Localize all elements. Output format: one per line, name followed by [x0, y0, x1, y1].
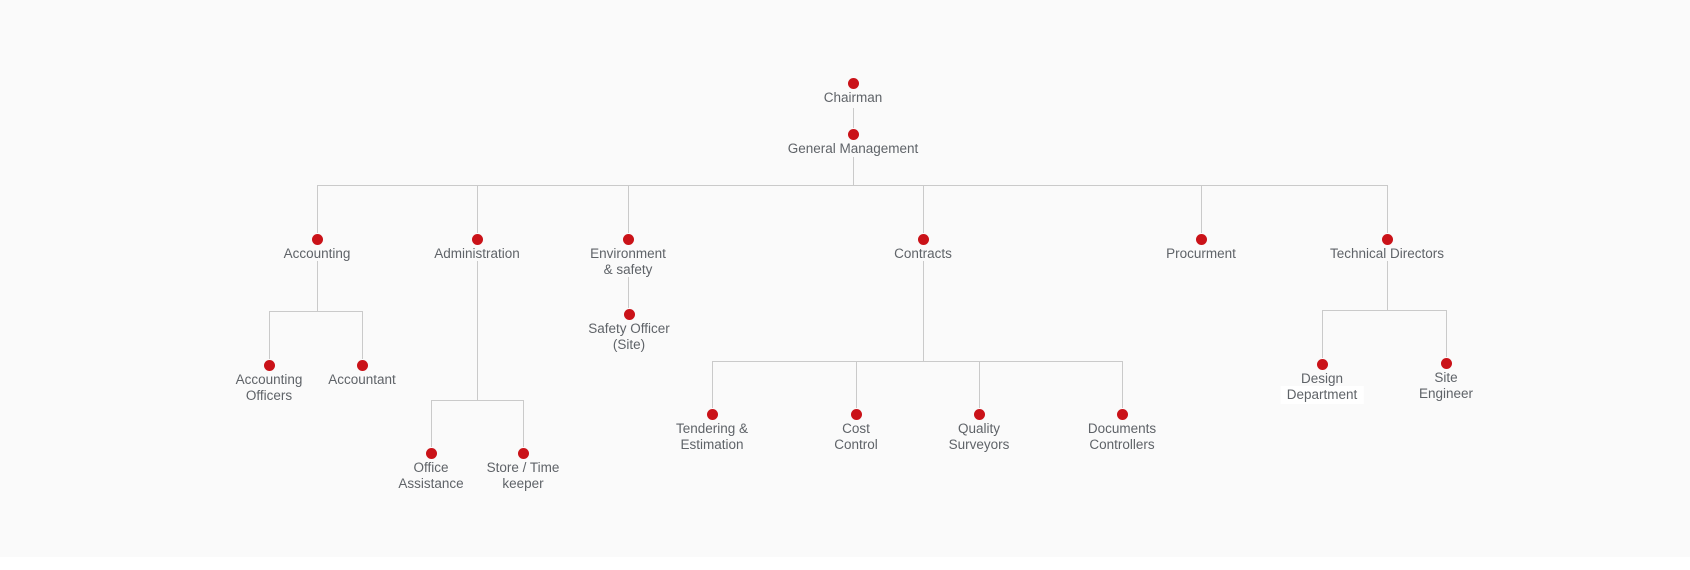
office-assistance-dot[interactable]: [425, 447, 437, 459]
connector-line: [1446, 310, 1447, 357]
environment-safety-label-line: & safety: [603, 262, 653, 277]
quality-surveyors-dot[interactable]: [973, 408, 985, 420]
environment-safety-label-line: Environment: [590, 246, 666, 261]
connector-line: [1387, 261, 1388, 310]
technical-directors-label[interactable]: Technical Directors: [1330, 246, 1444, 262]
connector-line: [1122, 361, 1123, 408]
procurment-dot[interactable]: [1195, 233, 1207, 245]
connector-line: [523, 400, 524, 447]
connector-line: [431, 400, 524, 401]
accounting-officers-label-line: Accounting: [235, 372, 303, 387]
safety-officer-site-label-line: Safety Officer: [588, 321, 670, 336]
environment-safety-dot[interactable]: [622, 233, 634, 245]
store-time-keeper-dot[interactable]: [517, 447, 529, 459]
connector-line: [269, 311, 270, 359]
contracts-label[interactable]: Contracts: [894, 246, 952, 262]
site-engineer-dot[interactable]: [1440, 357, 1452, 369]
quality-surveyors-label-line: Surveyors: [948, 437, 1010, 452]
documents-controllers-dot[interactable]: [1116, 408, 1128, 420]
connector-line: [431, 400, 432, 447]
site-engineer-label-line: Engineer: [1418, 386, 1474, 401]
connector-line: [1201, 185, 1202, 233]
accounting-label-line: Accounting: [283, 246, 351, 261]
contracts-label-line: Contracts: [894, 246, 952, 261]
connector-line: [979, 361, 980, 408]
accountant-label-line: Accountant: [328, 372, 396, 387]
connector-line: [628, 277, 629, 308]
accounting-label[interactable]: Accounting: [284, 246, 351, 262]
administration-dot[interactable]: [471, 233, 483, 245]
connector-line: [712, 361, 1123, 362]
connector-line: [317, 185, 1388, 186]
technical-directors-label-line: Technical Directors: [1329, 246, 1445, 261]
tendering-estimation-label[interactable]: Tendering &Estimation: [676, 421, 748, 453]
accounting-officers-dot[interactable]: [263, 359, 275, 371]
office-assistance-label-line: Office: [413, 460, 449, 475]
store-time-keeper-label-line: keeper: [502, 476, 544, 491]
cost-control-dot[interactable]: [850, 408, 862, 420]
site-engineer-label-line: Site: [1434, 370, 1458, 385]
chairman-label-line: Chairman: [823, 90, 883, 105]
connector-line: [923, 261, 924, 361]
connector-line: [1322, 310, 1447, 311]
documents-controllers-label-line: Controllers: [1089, 437, 1155, 452]
procurment-label[interactable]: Procurment: [1166, 246, 1236, 262]
design-department-label-line: Design: [1300, 371, 1344, 386]
tendering-estimation-label-line: Estimation: [680, 437, 744, 452]
office-assistance-label-line: Assistance: [398, 476, 464, 491]
administration-label-line: Administration: [434, 246, 520, 261]
general-management-label[interactable]: General Management: [788, 141, 919, 157]
cost-control-label-line: Cost: [842, 421, 870, 436]
connector-line: [853, 108, 854, 128]
accountant-dot[interactable]: [356, 359, 368, 371]
procurment-label-line: Procurment: [1166, 246, 1236, 261]
accounting-officers-label-line: Officers: [245, 388, 293, 403]
connector-line: [856, 361, 857, 408]
safety-officer-site-label-line: (Site): [612, 337, 646, 352]
connector-line: [362, 311, 363, 359]
quality-surveyors-label-line: Quality: [957, 421, 1001, 436]
chairman-label[interactable]: Chairman: [824, 90, 883, 106]
contracts-dot[interactable]: [917, 233, 929, 245]
cost-control-label-line: Control: [834, 437, 878, 452]
chairman-dot[interactable]: [847, 77, 859, 89]
environment-safety-label[interactable]: Environment& safety: [590, 246, 666, 278]
connector-line: [477, 185, 478, 233]
store-time-keeper-label-line: Store / Time: [486, 460, 560, 475]
connector-line: [317, 185, 318, 233]
connector-line: [477, 261, 478, 400]
connector-line: [923, 185, 924, 233]
general-management-dot[interactable]: [847, 128, 859, 140]
connector-line: [1387, 185, 1388, 233]
connector-line: [712, 361, 713, 408]
documents-controllers-label-line: Documents: [1087, 421, 1157, 436]
technical-directors-dot[interactable]: [1381, 233, 1393, 245]
connector-line: [853, 157, 854, 185]
design-department-label-line: Department: [1280, 386, 1364, 404]
safety-officer-site-label[interactable]: Safety Officer(Site): [588, 321, 670, 353]
general-management-label-line: General Management: [787, 141, 919, 156]
tendering-estimation-label-line: Tendering &: [675, 421, 749, 436]
design-department-dot[interactable]: [1316, 358, 1328, 370]
accounting-dot[interactable]: [311, 233, 323, 245]
safety-officer-site-dot[interactable]: [623, 308, 635, 320]
tendering-estimation-dot[interactable]: [706, 408, 718, 420]
accountant-label[interactable]: Accountant: [328, 372, 396, 388]
connector-line: [1322, 310, 1323, 358]
connector-line: [317, 261, 318, 311]
administration-label[interactable]: Administration: [434, 246, 520, 262]
connector-line: [628, 185, 629, 233]
connector-line: [269, 311, 363, 312]
